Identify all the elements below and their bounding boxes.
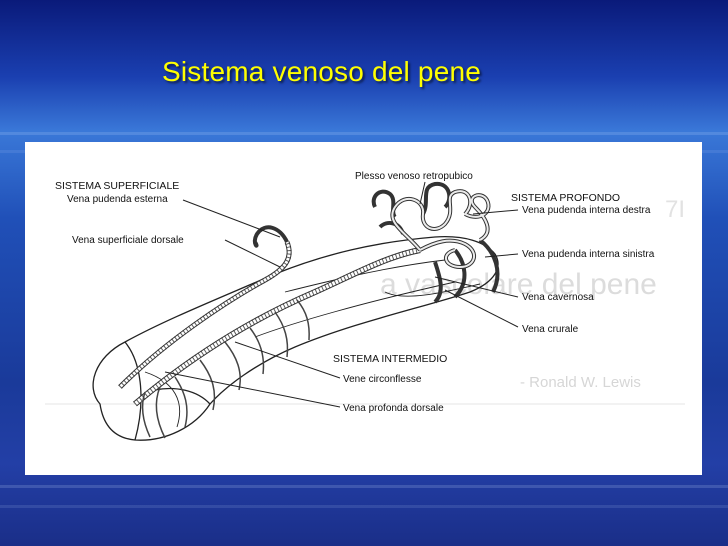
label-vena-crurale: Vena crurale [522,324,579,335]
retropubic-plexus-highlight [391,190,490,269]
faded-book-title: a vascolare del pene [380,268,657,301]
labels: SISTEMA SUPERFICIALE Vena pudenda estern… [55,171,655,414]
diagram-svg: a vascolare del pene - Ronald W. Lewis 7… [45,171,685,441]
slide-title: Sistema venoso del pene [162,56,482,87]
label-vena-cavernosa: Vena cavernosa [522,292,594,303]
venous-system-diagram: a vascolare del pene - Ronald W. Lewis 7… [25,142,702,475]
label-vena-pudenda-esterna: Vena pudenda esterna [67,194,168,205]
label-sistema-intermedio: SISTEMA INTERMEDIO [333,353,447,365]
faded-author: - Ronald W. Lewis [520,374,641,391]
deep-dorsal-vein [133,247,421,407]
label-vena-superficiale-dorsale: Vena superficiale dorsale [72,235,184,246]
superficial-dorsal-vein [118,225,292,389]
label-vena-pudenda-interna-sinistra: Vena pudenda interna sinistra [522,249,655,260]
label-vena-profonda-dorsale: Vena profonda dorsale [343,403,444,414]
label-vena-pudenda-interna-destra: Vena pudenda interna destra [522,205,651,216]
label-sistema-superficiale: SISTEMA SUPERFICIALE [55,180,179,192]
faded-glyph: 7I [665,196,685,223]
label-vene-circonflesse: Vene circonflesse [343,374,422,385]
label-sistema-profondo: SISTEMA PROFONDO [511,192,620,204]
circumflex-veins [141,299,310,439]
leader-lines [164,181,519,408]
label-plesso-venoso-retropubico: Plesso venoso retropubico [355,171,473,182]
